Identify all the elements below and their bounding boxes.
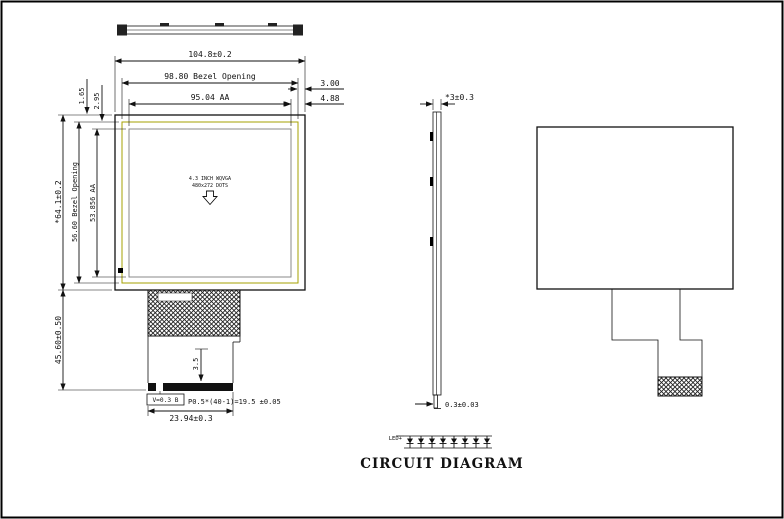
dim-bezel-opening-height: 56.60 Bezel Opening — [71, 162, 79, 242]
front-dimensions-left: *64.1±0.2 56.60 Bezel Opening 53.856 AA … — [54, 114, 146, 391]
dim-bezel-opening-width: 98.80 Bezel Opening — [164, 72, 256, 81]
contact-note: V=0.3 B — [152, 397, 178, 404]
dim-left-inset-2: 2.95 — [93, 93, 101, 110]
led-symbol — [439, 435, 447, 449]
led-symbol — [450, 435, 458, 449]
led-symbol — [483, 435, 491, 449]
fpc-component — [157, 292, 193, 302]
led-symbol — [472, 435, 480, 449]
back-fpc-fold-left — [611, 289, 659, 377]
front-active-area — [128, 128, 292, 278]
front-display-label: 4.3 INCH WQVGA 480x272 DOTS — [189, 176, 231, 206]
dim-active-area-height: 53.856 AA — [89, 183, 97, 222]
dim-right-inset-aa: 4.88 — [320, 94, 339, 103]
fpc-contact-notch — [156, 383, 163, 391]
top-view — [117, 23, 303, 36]
dim-fpc-width: 23.94±0.3 — [169, 414, 213, 423]
dim-overall-width: 104.8±0.2 — [188, 50, 232, 59]
circuit-diagram: LED+ CIRCUIT DIAGRAM — [360, 435, 524, 472]
front-fpc — [147, 289, 241, 391]
side-module-outline — [432, 111, 442, 396]
led-symbol — [461, 435, 469, 449]
side-dimensions: *3±0.3 0.3±0.03 — [415, 93, 479, 409]
back-fpc-fold-right — [679, 289, 703, 377]
top-view-end-cap-left — [117, 24, 127, 36]
dim-tail-length: 3.5 — [192, 358, 200, 371]
top-view-end-cap-right — [293, 24, 303, 36]
pin1-mark — [118, 268, 123, 273]
panel-size-label: 4.3 INCH WQVGA — [189, 176, 231, 182]
back-view — [536, 126, 734, 397]
front-bezel-opening — [121, 121, 299, 284]
front-dimensions-bottom: 3.5 V=0.3 B P0.5*(40-1)=19.5 ±0.05 23.94… — [146, 348, 281, 423]
dim-right-inset-bezel: 3.00 — [320, 79, 339, 88]
led-symbol — [428, 435, 436, 449]
side-fpc-tail — [433, 394, 438, 409]
pitch-note: P0.5*(40-1)=19.5 ±0.05 — [188, 398, 281, 406]
dim-fpc-length: 45.60±0.50 — [54, 316, 63, 364]
contact-note-box — [146, 393, 185, 406]
side-view — [430, 111, 442, 409]
dim-left-inset-1: 1.65 — [78, 88, 86, 105]
dim-active-area-width: 95.04 AA — [191, 93, 230, 102]
led-plus-label: LED+ — [389, 436, 403, 442]
fpc-contact-bar — [148, 383, 233, 391]
front-dimensions-top: 104.8±0.2 98.80 Bezel Opening 95.04 AA 3… — [78, 50, 344, 126]
led-symbol — [417, 435, 425, 449]
dim-fpc-thickness: 0.3±0.03 — [445, 401, 479, 409]
back-connector-hatched — [657, 376, 703, 397]
dim-thickness: *3±0.3 — [445, 93, 474, 102]
panel-resolution-label: 480x272 DOTS — [192, 183, 228, 189]
led-symbol — [406, 435, 414, 449]
dim-overall-height: *64.1±0.2 — [54, 180, 63, 224]
back-module-outline — [536, 126, 734, 290]
circuit-caption: CIRCUIT DIAGRAM — [360, 456, 524, 472]
orientation-arrow-icon — [202, 190, 218, 206]
